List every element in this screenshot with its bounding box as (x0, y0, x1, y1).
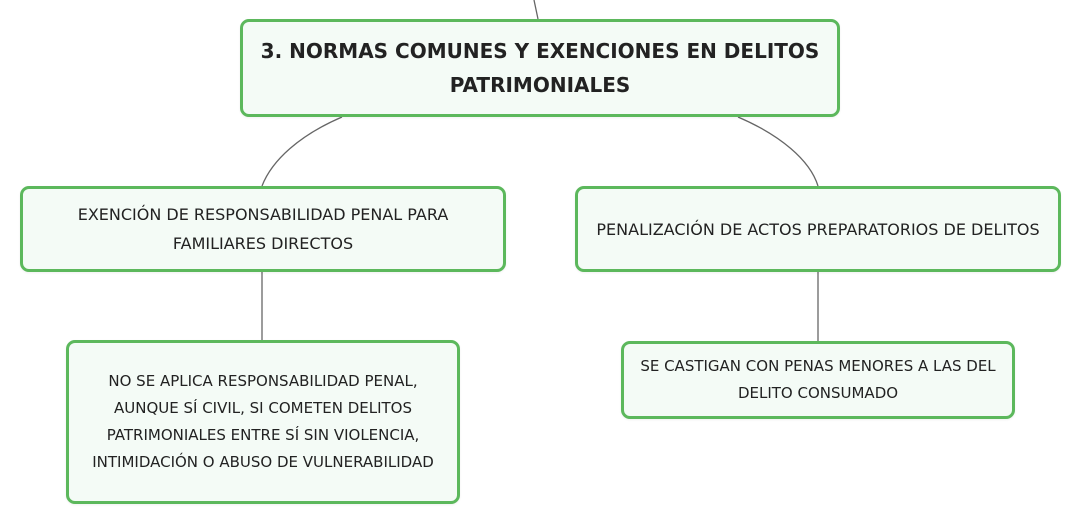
branch-node-preparatory-acts[interactable]: PENALIZACIÓN DE ACTOS PREPARATORIOS DE D… (575, 186, 1061, 272)
leaf-node-family-exemption-detail-label: NO SE APLICA RESPONSABILIDAD PENAL, AUNQ… (92, 372, 434, 471)
root-node-label: 3. NORMAS COMUNES Y EXENCIONES EN DELITO… (260, 39, 820, 97)
branch-node-family-exemption[interactable]: EXENCIÓN DE RESPONSABILIDAD PENAL PARA F… (20, 186, 506, 272)
branch-node-family-exemption-label: EXENCIÓN DE RESPONSABILIDAD PENAL PARA F… (77, 205, 449, 253)
leaf-node-family-exemption-detail[interactable]: NO SE APLICA RESPONSABILIDAD PENAL, AUNQ… (66, 340, 460, 504)
branch-node-preparatory-acts-label: PENALIZACIÓN DE ACTOS PREPARATORIOS DE D… (596, 219, 1040, 239)
leaf-node-preparatory-acts-detail-label: SE CASTIGAN CON PENAS MENORES A LAS DEL … (640, 357, 996, 402)
connector-root-to-left (261, 116, 343, 187)
connector-incoming-root (533, 0, 539, 20)
connector-root-to-right (737, 116, 819, 187)
root-node[interactable]: 3. NORMAS COMUNES Y EXENCIONES EN DELITO… (240, 19, 840, 117)
leaf-node-preparatory-acts-detail[interactable]: SE CASTIGAN CON PENAS MENORES A LAS DEL … (621, 341, 1015, 419)
